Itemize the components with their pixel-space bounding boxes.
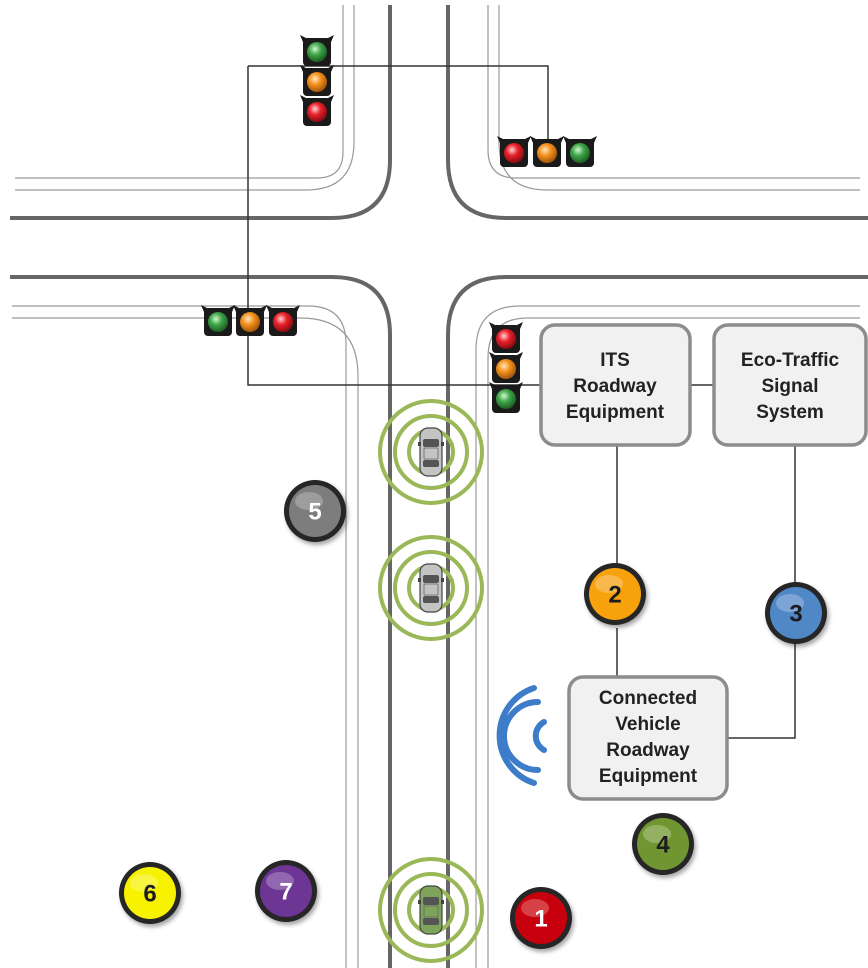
road-network <box>10 5 868 968</box>
road-edge <box>10 275 392 968</box>
traffic-light-icon <box>300 35 334 126</box>
badge-7: 7 <box>255 860 317 922</box>
road-edge <box>446 275 868 968</box>
box-label-line: ITS <box>600 350 630 371</box>
connected-vehicle-roadway-equipment-box: Connected Vehicle Roadway Equipment <box>567 675 729 801</box>
badge-5: 5 <box>284 480 346 542</box>
badge-number: 2 <box>608 582 621 609</box>
numbered-badges: 1 2 3 4 5 6 7 <box>119 480 827 949</box>
box-label-line: Connected <box>599 688 697 709</box>
car-icon <box>417 885 445 935</box>
box-label-line: Signal <box>761 376 818 397</box>
car-icon <box>417 563 445 613</box>
box-label-line: Equipment <box>566 402 665 423</box>
wireless-signal-icon <box>496 685 547 786</box>
badge-2: 2 <box>584 563 646 625</box>
its-roadway-equipment-box: ITS Roadway Equipment <box>539 323 692 447</box>
badge-number: 4 <box>656 832 670 859</box>
badge-4: 4 <box>632 813 694 875</box>
box-label-line: Eco-Traffic <box>741 350 840 371</box>
connected-vehicle <box>378 857 484 963</box>
connected-vehicle <box>378 535 484 641</box>
badge-number: 5 <box>308 499 321 526</box>
traffic-light-icon <box>201 305 300 336</box>
car-icon <box>417 427 445 477</box>
traffic-light-icon <box>497 136 597 167</box>
traffic-light-icon <box>489 322 523 413</box>
eco-traffic-signal-system-box: Eco-Traffic Signal System <box>712 323 868 447</box>
badge-3: 3 <box>765 582 827 644</box>
box-label-line: Vehicle <box>615 714 681 735</box>
box-label-line: System <box>756 402 824 423</box>
badge-number: 7 <box>279 879 292 906</box>
badge-number: 3 <box>789 601 802 628</box>
box-label-line: Roadway <box>606 740 690 761</box>
box-label-line: Equipment <box>599 766 698 787</box>
road-edge <box>10 5 392 220</box>
box-label-line: Roadway <box>573 376 657 397</box>
road-edge <box>446 5 868 220</box>
badge-number: 6 <box>143 881 156 908</box>
connected-vehicle <box>378 399 484 505</box>
badge-1: 1 <box>510 887 572 949</box>
signal-wiring <box>247 65 796 739</box>
badge-6: 6 <box>119 862 181 924</box>
badge-number: 1 <box>534 906 547 933</box>
